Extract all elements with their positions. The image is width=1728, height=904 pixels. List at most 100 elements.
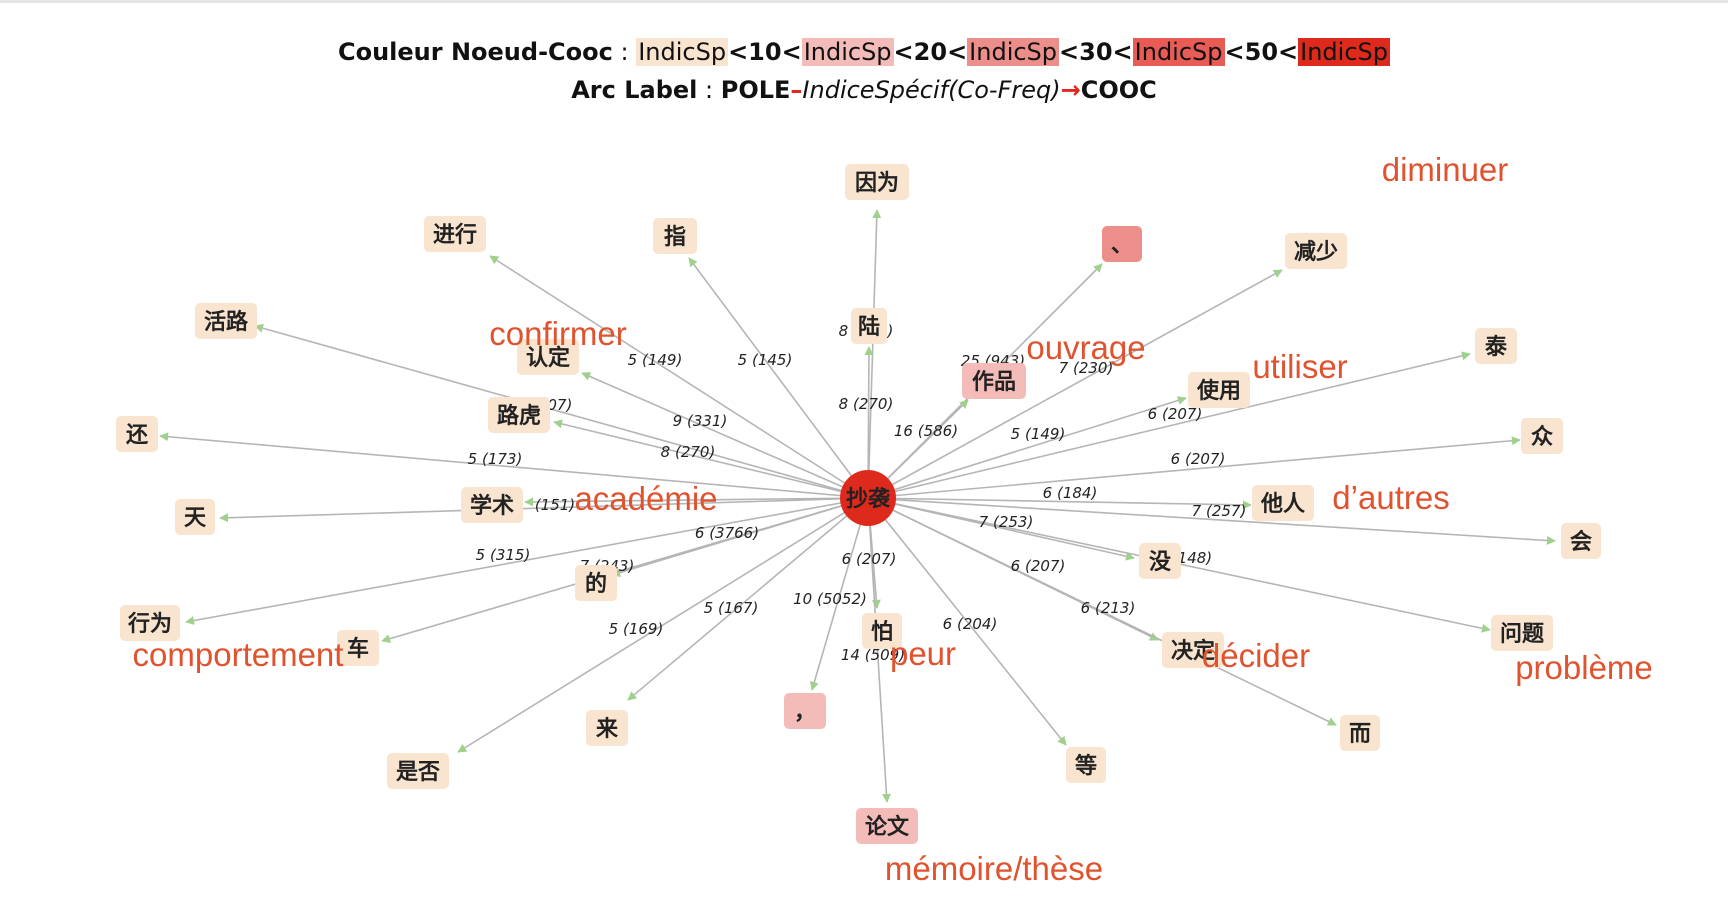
graph-node-box[interactable] [1252, 485, 1314, 521]
graph-node-box[interactable] [851, 308, 887, 344]
graph-node-box[interactable] [195, 303, 257, 339]
graph-node-box[interactable] [1475, 328, 1517, 364]
graph-node-box[interactable] [784, 693, 826, 729]
legend-lt: < [893, 38, 914, 66]
graph-node[interactable]: 泰 [1475, 328, 1517, 364]
graph-node[interactable]: 他人 [1252, 485, 1314, 521]
graph-node[interactable]: 是否 [387, 753, 449, 789]
graph-node[interactable]: 路虎 [488, 397, 550, 433]
legend-pole: POLE [720, 76, 791, 104]
graph-node[interactable]: 来 [586, 710, 628, 746]
graph-node-box[interactable] [575, 565, 617, 601]
graph-node[interactable]: 没 [1139, 543, 1181, 579]
graph-node-label: 是否 [396, 760, 440, 785]
graph-edge [581, 372, 869, 499]
graph-node[interactable]: 作品 [962, 363, 1026, 399]
legend-swatch-level4: IndicSp [1132, 38, 1225, 66]
graph-edge [457, 497, 869, 753]
graph-node[interactable]: 学术 [461, 487, 523, 523]
graph-node-label: 路虎 [497, 403, 541, 429]
graph-node[interactable]: 决定 [1162, 632, 1224, 668]
graph-node-box[interactable] [586, 710, 628, 746]
graph-node-box[interactable] [653, 218, 697, 254]
graph-node-box[interactable] [1285, 233, 1347, 269]
graph-node[interactable]: 众 [1521, 418, 1563, 454]
translation-label: ouvrage [1026, 329, 1145, 366]
legend-colon: : [612, 38, 637, 66]
graph-node-box[interactable] [337, 630, 379, 666]
edge-label: 6 (184) [1043, 484, 1098, 502]
graph-node-box[interactable] [1162, 632, 1224, 668]
graph-node-label: 天 [184, 506, 207, 531]
graph-node[interactable]: 问题 [1491, 615, 1553, 651]
graph-node[interactable]: ， [784, 693, 826, 729]
graph-node-box[interactable] [175, 499, 215, 535]
edge-label: 6 (207) [842, 550, 897, 568]
graph-node-box[interactable] [461, 487, 523, 523]
graph-node-label: 认定 [526, 345, 570, 371]
graph-node-box[interactable] [1139, 543, 1181, 579]
graph-node[interactable]: 减少 [1285, 233, 1347, 269]
legend-swatch-level1: IndicSp [636, 38, 729, 66]
graph-node[interactable]: 的 [575, 565, 617, 601]
graph-node-box[interactable] [1521, 418, 1563, 454]
graph-node-box[interactable] [120, 605, 180, 641]
graph-node-box[interactable] [862, 613, 902, 649]
graph-node-box[interactable] [1066, 747, 1106, 783]
edge-label: 6 (204) [943, 615, 998, 633]
graph-node-box[interactable] [845, 164, 909, 200]
graph-edge [688, 257, 869, 499]
edge-labels-layer: 5 (145)5 (149)6 (207)9 (331)8 (270)5 (17… [468, 322, 1247, 664]
graph-edge [867, 497, 1067, 746]
edge-label: (151) [535, 496, 575, 514]
graph-node[interactable]: 而 [1340, 715, 1380, 751]
edge-label: 7 (230) [1059, 359, 1114, 377]
graph-node-box[interactable] [1188, 372, 1250, 408]
graph-node[interactable]: 进行 [424, 216, 486, 252]
graph-node-box[interactable] [517, 339, 579, 375]
graph-node-box[interactable] [1561, 523, 1601, 559]
edge-label: (148) [1172, 549, 1212, 567]
edge-label: 5 (149) [1011, 425, 1066, 443]
graph-node[interactable]: 等 [1066, 747, 1106, 783]
graph-node-label: 还 [125, 423, 149, 448]
graph-node[interactable]: 还 [116, 416, 158, 452]
graph-node[interactable]: 行为 [120, 605, 180, 641]
graph-edge [867, 436, 1521, 499]
graph-node-box[interactable] [856, 808, 918, 844]
graph-node[interactable]: 会 [1561, 523, 1601, 559]
graph-node[interactable]: 车 [337, 630, 379, 666]
legend-swatch-level5: IndicSp [1298, 38, 1390, 66]
graph-node-box[interactable] [962, 363, 1026, 399]
graph-node[interactable]: 怕 [862, 613, 902, 649]
graph-node-label: 问题 [1500, 622, 1545, 647]
translation-label: mémoire/thèse [885, 850, 1103, 887]
center-node-circle[interactable] [840, 470, 896, 526]
graph-node[interactable]: 陆 [851, 308, 887, 344]
translation-label: académie [574, 480, 717, 517]
graph-node-label: 因为 [855, 171, 899, 196]
graph-node[interactable]: 指 [653, 218, 697, 254]
graph-node[interactable]: 认定 [517, 339, 579, 375]
graph-node[interactable]: 天 [175, 499, 215, 535]
graph-node-label: 车 [347, 636, 369, 662]
graph-node-label: 会 [1570, 529, 1592, 555]
graph-node[interactable]: 因为 [845, 164, 909, 200]
graph-node[interactable]: 、 [1102, 226, 1142, 262]
graph-node-box[interactable] [116, 416, 158, 452]
center-node[interactable]: 抄袭 [840, 470, 896, 526]
graph-node-label: 指 [664, 225, 686, 250]
graph-node-box[interactable] [488, 397, 550, 433]
legend-lt: < [1059, 38, 1080, 66]
graph-node[interactable]: 活路 [195, 303, 257, 339]
graph-node-box[interactable] [1340, 715, 1380, 751]
graph-node-label: 、 [1111, 233, 1133, 258]
edge-label: 5 (145) [738, 351, 793, 369]
graph-node-box[interactable] [387, 753, 449, 789]
graph-edge [159, 432, 869, 499]
graph-node-box[interactable] [1491, 615, 1553, 651]
graph-node-box[interactable] [424, 216, 486, 252]
graph-node[interactable]: 使用 [1188, 372, 1250, 408]
graph-node-box[interactable] [1102, 226, 1142, 262]
graph-node[interactable]: 论文 [856, 808, 918, 844]
